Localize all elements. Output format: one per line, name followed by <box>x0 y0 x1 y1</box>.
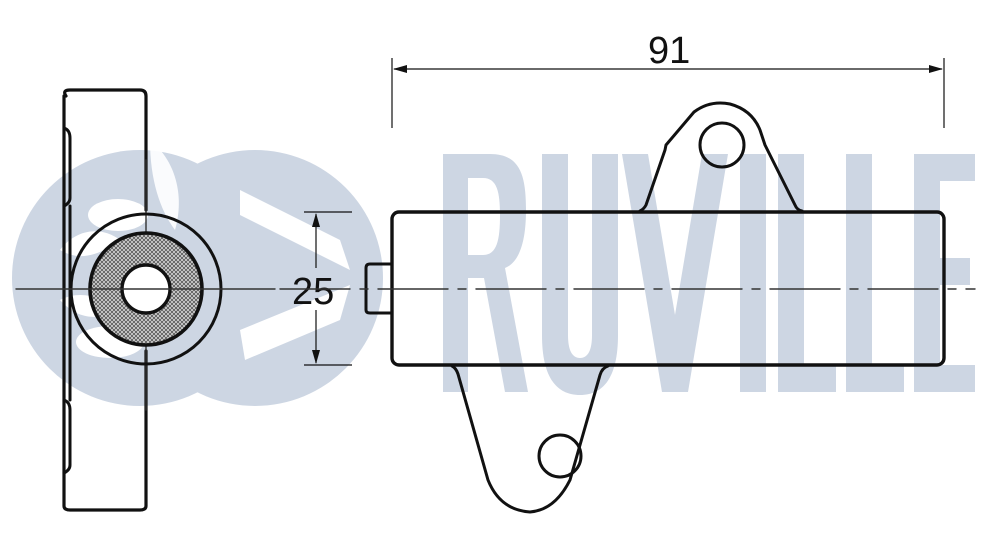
top-lug-hole <box>698 121 746 169</box>
bottom-mounting-lug <box>450 364 610 514</box>
bracket-flange <box>62 126 72 208</box>
side-view <box>15 88 276 512</box>
length-dimension-label: 91 <box>648 30 690 72</box>
watermark-letter-l2 <box>846 154 904 392</box>
watermark-letter-v <box>622 154 728 392</box>
bracket-plate <box>63 88 148 212</box>
front-view <box>279 101 976 514</box>
height-dimension <box>304 211 352 366</box>
logo-cutouts <box>60 140 350 360</box>
watermark-letter-r <box>443 154 528 392</box>
length-dimension <box>391 58 945 128</box>
watermark-letter-i <box>740 154 766 392</box>
height-dimension-label: 25 <box>292 271 334 313</box>
watermark-text <box>443 154 975 395</box>
top-mounting-lug <box>638 101 804 213</box>
watermark-letter-u <box>542 154 618 395</box>
bottom-lug-hole <box>537 433 583 479</box>
